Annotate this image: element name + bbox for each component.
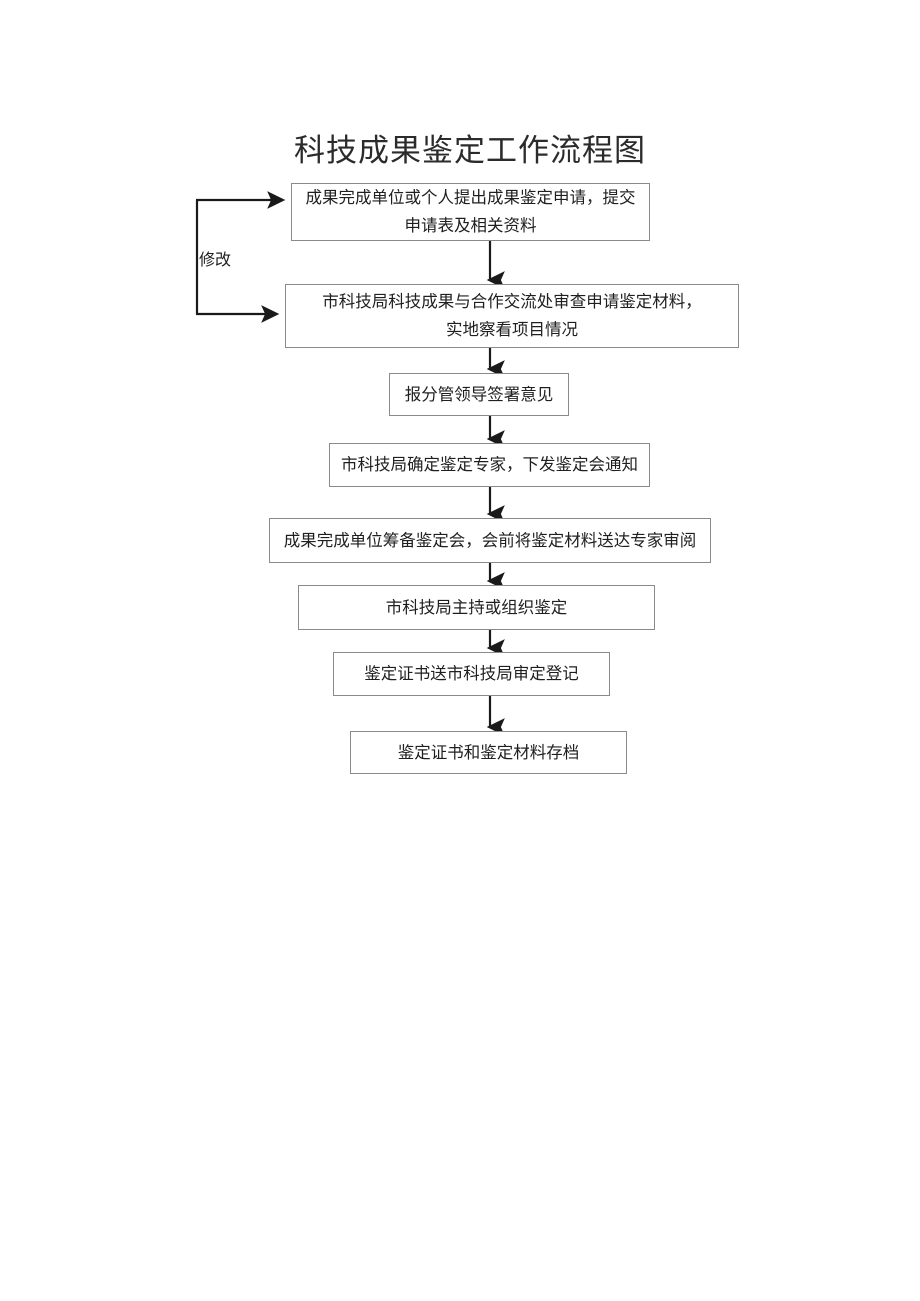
flow-node-apply: 成果完成单位或个人提出成果鉴定申请，提交 申请表及相关资料 [291,183,650,241]
flow-node-prepare-meeting-text: 成果完成单位筹备鉴定会，会前将鉴定材料送达专家审阅 [283,530,697,550]
flow-node-apply-text: 成果完成单位或个人提出成果鉴定申请，提交 申请表及相关资料 [305,188,636,235]
flow-node-assign-experts: 市科技局确定鉴定专家，下发鉴定会通知 [329,443,650,487]
flow-node-host-appraisal-text: 市科技局主持或组织鉴定 [385,597,568,617]
flow-node-certificate-registration: 鉴定证书送市科技局审定登记 [333,652,610,696]
flow-node-leader-signoff: 报分管领导签署意见 [389,373,569,416]
flow-node-leader-signoff-text: 报分管领导签署意见 [404,384,554,404]
flow-node-review-materials: 市科技局科技成果与合作交流处审查申请鉴定材料， 实地察看项目情况 [285,284,739,348]
flow-node-prepare-meeting: 成果完成单位筹备鉴定会，会前将鉴定材料送达专家审阅 [269,518,711,563]
flow-node-assign-experts-text: 市科技局确定鉴定专家，下发鉴定会通知 [341,455,638,474]
flow-node-archive: 鉴定证书和鉴定材料存档 [350,731,627,774]
flow-node-archive-text: 鉴定证书和鉴定材料存档 [397,742,580,762]
loop-back-label: 修改 [199,252,232,269]
flow-node-host-appraisal: 市科技局主持或组织鉴定 [298,585,655,630]
page-title: 科技成果鉴定工作流程图 [294,133,646,168]
flow-node-review-materials-text: 市科技局科技成果与合作交流处审查申请鉴定材料， 实地察看项目情况 [322,292,702,339]
flow-node-certificate-registration-text: 鉴定证书送市科技局审定登记 [364,664,579,683]
